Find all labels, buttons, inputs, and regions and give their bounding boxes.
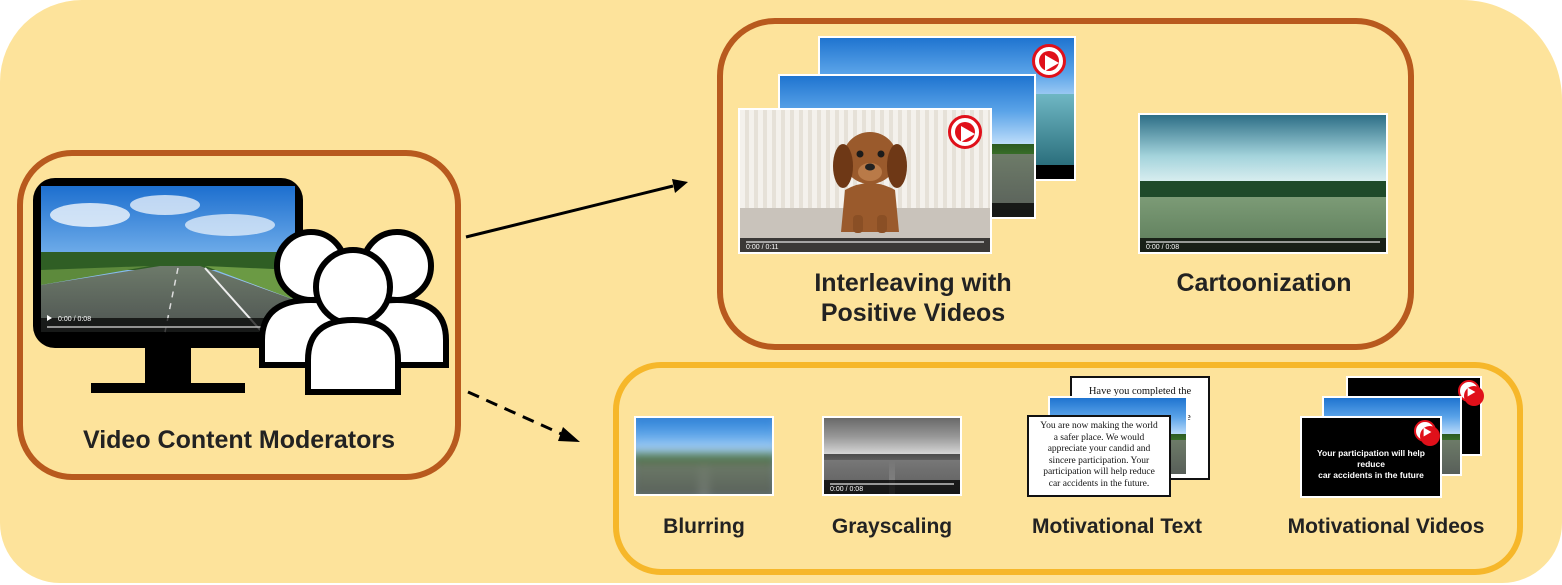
svg-text:0:00 / 0:08: 0:00 / 0:08 xyxy=(58,316,91,323)
motivational-text-card-front: You are now making the world a safer pla… xyxy=(1027,415,1171,497)
strong-interventions-box xyxy=(717,18,1414,350)
grayscale-video-thumbnail[interactable]: 0:00 / 0:08 xyxy=(822,416,962,496)
play-icon[interactable] xyxy=(1458,380,1484,406)
solid-arrow xyxy=(465,179,688,239)
monitor-screen: 0:00 / 0:08 xyxy=(41,186,295,333)
people-group-icon xyxy=(259,229,449,395)
monitor-stand xyxy=(145,348,191,384)
motivational-videos-label: Motivational Videos xyxy=(1287,515,1485,538)
play-icon[interactable] xyxy=(1414,420,1440,446)
mild-interventions-box xyxy=(613,362,1523,575)
blurring-label: Blurring xyxy=(663,515,745,538)
monitor-base xyxy=(91,383,245,393)
cartoonization-label: Cartoonization xyxy=(1176,269,1352,297)
motivational-text-label: Motivational Text xyxy=(1032,515,1202,538)
blurred-video-thumbnail[interactable] xyxy=(634,416,774,496)
puppy-illustration xyxy=(833,132,907,233)
moderators-label: Video Content Moderators xyxy=(82,426,396,454)
moderators-box xyxy=(17,150,461,480)
grayscaling-label: Grayscaling xyxy=(831,515,953,538)
cartoonized-video-thumbnail[interactable]: 0:00 / 0:08 xyxy=(1138,113,1388,254)
play-icon[interactable] xyxy=(1032,44,1066,78)
play-icon[interactable] xyxy=(948,115,982,149)
interleaving-label: Interleaving with Positive Videos xyxy=(814,269,1012,327)
dashed-arrow xyxy=(467,390,580,442)
